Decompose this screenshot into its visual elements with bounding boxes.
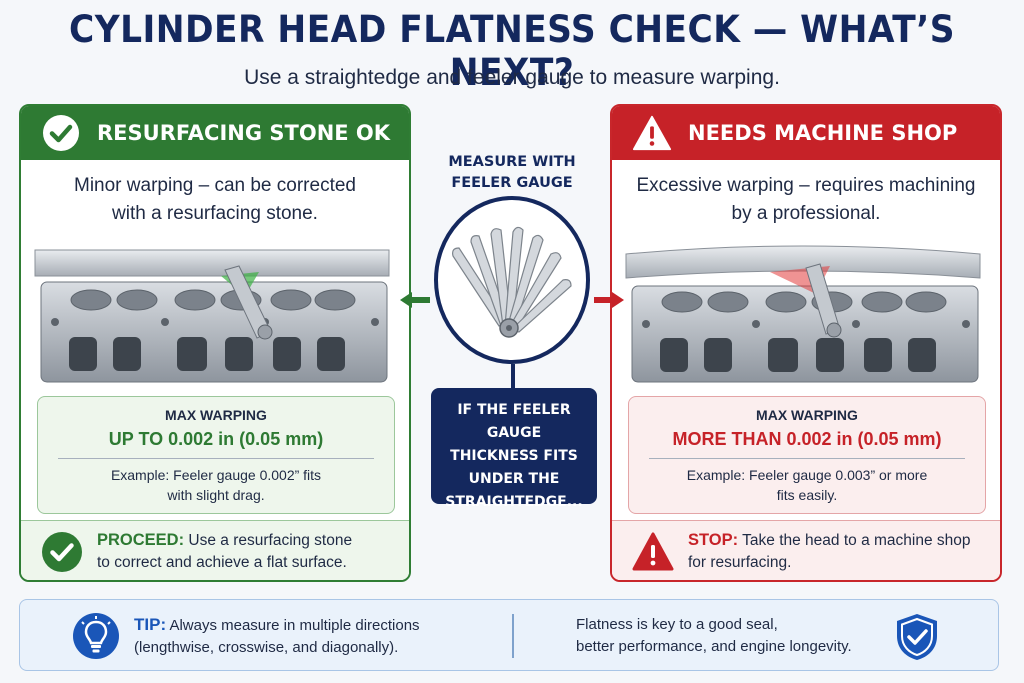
divider [58,458,374,459]
action-text: STOP: Take the head to a machine shop fo… [688,529,971,574]
example-line: with slight drag. [167,487,265,503]
tip-keyword: TIP: [134,615,167,634]
shield-check-icon [897,614,937,660]
action-keyword: PROCEED: [97,531,185,549]
warning-triangle-icon [632,113,672,153]
feeler-gauge-icon [434,196,590,364]
decision-line: STRAIGHTEDGE... [445,494,583,510]
machine-shop-panel-header: NEEDS MACHINE SHOP [612,106,1000,160]
spec-value: UP TO 0.002 in (0.05 mm) [108,429,324,449]
action-line: Take the head to a machine shop [738,532,971,549]
proceed-action: PROCEED: Use a resurfacing stone to corr… [21,520,409,580]
description-line: by a professional. [731,203,881,224]
tip-line: Always measure in multiple directions [166,617,420,634]
action-text: PROCEED: Use a resurfacing stone to corr… [97,529,352,574]
spec-example: Example: Feeler gauge 0.003” or more fit… [629,465,985,505]
resurfacing-heading: RESURFACING STONE OK [97,121,391,145]
tip-bar: TIP: Always measure in multiple directio… [19,599,999,671]
max-warping-spec: MAX WARPING MORE THAN 0.002 in (0.05 mm)… [628,396,986,514]
spec-label: MAX WARPING [756,407,858,423]
divider [512,614,514,658]
decision-line: THICKNESS FITS [450,448,578,464]
action-line: Use a resurfacing stone [184,532,353,549]
connector-line [511,364,515,390]
stop-action: STOP: Take the head to a machine shop fo… [612,520,1000,580]
check-circle-icon [41,113,81,153]
resurfacing-panel-header: RESURFACING STONE OK [21,106,409,160]
spec-example: Example: Feeler gauge 0.002” fits with s… [38,465,394,505]
page-subtitle: Use a straightedge and feeler gauge to m… [244,66,780,89]
decision-line: IF THE FEELER GAUGE [457,402,571,441]
flatness-note-line: better performance, and engine longevity… [576,638,852,655]
description-line: with a resurfacing stone. [112,203,318,224]
example-line: Example: Feeler gauge 0.002” fits [110,467,322,483]
example-line: Example: Feeler gauge 0.003” or more [686,467,928,483]
arrow-right-icon [594,292,624,308]
resurfacing-panel: RESURFACING STONE OK Minor warping – can… [19,104,411,582]
flatness-note: Flatness is key to a good seal, better p… [576,614,852,658]
action-keyword: STOP: [688,531,739,549]
lightbulb-icon [73,613,119,659]
machine-shop-panel: NEEDS MACHINE SHOP Excessive warping – r… [610,104,1002,582]
page-title: CYLINDER HEAD FLATNESS CHECK — WHAT’S NE… [69,8,955,94]
machine-shop-description: Excessive warping – requires machining b… [612,172,1000,228]
measure-label: MEASURE WITH FEELER GAUGE [430,152,594,194]
action-line: to correct and achieve a flat surface. [97,554,347,571]
arrow-left-icon [400,292,430,308]
decision-line: UNDER THE [468,471,560,487]
cylinder-head-straightedge-illustration [625,245,981,383]
check-circle-icon [42,531,82,572]
warning-triangle-icon [632,532,674,570]
measure-label-line: MEASURE WITH [448,154,576,170]
divider [649,458,965,459]
flatness-note-line: Flatness is key to a good seal, [576,616,778,633]
decision-box: IF THE FEELER GAUGE THICKNESS FITS UNDER… [431,388,597,510]
machine-shop-heading: NEEDS MACHINE SHOP [688,121,958,145]
action-line: for resurfacing. [688,554,792,571]
spec-label: MAX WARPING [165,407,267,423]
example-line: fits easily. [776,487,838,503]
resurfacing-description: Minor warping – can be corrected with a … [21,172,409,228]
cylinder-head-straightedge-illustration [34,249,390,383]
tip-line: (lengthwise, crosswise, and diagonally). [134,639,399,656]
description-line: Excessive warping – requires machining [636,175,976,196]
max-warping-spec: MAX WARPING UP TO 0.002 in (0.05 mm) Exa… [37,396,395,514]
measure-label-line: FEELER GAUGE [451,175,573,191]
spec-value: MORE THAN 0.002 in (0.05 mm) [672,429,942,449]
description-line: Minor warping – can be corrected [74,175,356,196]
tip-text: TIP: Always measure in multiple directio… [134,614,420,659]
